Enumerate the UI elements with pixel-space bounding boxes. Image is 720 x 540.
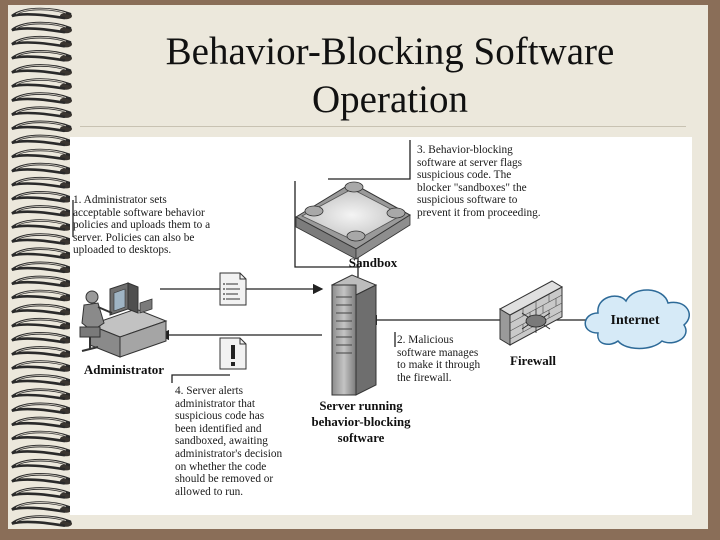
administrator-label: Administrator: [83, 362, 165, 377]
binding-ring-shine: [15, 149, 67, 156]
binding-ring-shine: [15, 93, 67, 99]
administrator-workstation-icon: [79, 282, 168, 358]
server-icon: [330, 274, 378, 396]
binding-ring-shine: [15, 516, 67, 522]
binding-ring: [11, 289, 72, 302]
binding-ring-shine: [15, 417, 67, 424]
internet-label: Internet: [610, 313, 660, 328]
binding-ring-shine: [15, 107, 67, 114]
binding-ring: [11, 106, 72, 118]
firewall-label: Firewall: [510, 353, 556, 368]
binding-ring-shine: [15, 234, 67, 240]
diagram-canvas: [72, 140, 690, 396]
binding-ring-shine: [15, 431, 67, 438]
binding-ring-shine: [15, 403, 67, 410]
binding-ring: [11, 374, 72, 386]
binding-ring-shine: [15, 36, 67, 43]
binding-ring-shine: [15, 22, 67, 29]
binding-ring-shine: [15, 346, 67, 353]
binding-ring: [11, 473, 72, 485]
title-divider: [80, 126, 686, 127]
binding-ring-shine: [15, 304, 67, 311]
policy-document-icon: [219, 272, 247, 306]
binding-ring-shine: [15, 445, 67, 452]
binding-ring: [11, 261, 72, 274]
binding-ring: [11, 134, 72, 147]
binding-ring: [11, 205, 72, 217]
binding-ring-shine: [15, 205, 67, 212]
binding-ring-shine: [15, 163, 67, 170]
binding-ring: [11, 35, 72, 48]
spiral-binding: [11, 7, 72, 527]
binding-ring-shine: [15, 502, 67, 508]
binding-ring: [11, 233, 72, 245]
sandbox-icon: [294, 181, 411, 260]
step-1-note: 1. Administrator sets acceptable softwar…: [73, 194, 211, 257]
binding-ring-shine: [15, 64, 67, 71]
binding-ring: [11, 332, 72, 344]
binding-ring-shine: [15, 191, 67, 198]
binding-ring-shine: [15, 50, 67, 57]
binding-ring-shine: [15, 79, 67, 85]
binding-ring: [11, 346, 72, 358]
binding-ring-shine: [15, 262, 67, 269]
binding-ring: [11, 148, 72, 161]
binding-ring-shine: [15, 135, 67, 142]
binding-ring: [11, 444, 72, 457]
slide-title: Behavior-Blocking Software Operation: [165, 30, 615, 121]
binding-ring-shine: [15, 318, 67, 325]
binding-ring-shine: [15, 220, 67, 226]
step-3-note: 3. Behavior-blocking software at server …: [417, 144, 541, 219]
binding-ring-shine: [15, 121, 67, 128]
binding-ring: [11, 416, 72, 429]
binding-ring-shine: [15, 290, 67, 297]
binding-ring-shine: [15, 487, 67, 494]
step-2-note: 2. Malicious software manages to make it…: [397, 334, 481, 384]
binding-ring: [11, 487, 72, 499]
binding-ring-shine: [15, 177, 67, 184]
binding-ring: [11, 64, 72, 76]
server-label: Server running behavior-blocking softwar…: [311, 399, 411, 445]
binding-ring-shine: [15, 248, 67, 255]
binding-ring: [11, 430, 72, 443]
binding-ring: [11, 162, 72, 175]
binding-ring-shine: [15, 473, 67, 480]
binding-ring: [11, 120, 72, 133]
binding-ring: [11, 303, 72, 316]
step-4-note: 4. Server alerts administrator that susp…: [175, 385, 283, 498]
binding-ring: [11, 21, 72, 34]
sandbox-label: Sandbox: [348, 255, 398, 270]
binding-ring: [11, 176, 72, 189]
virus-icon: [521, 309, 551, 333]
binding-ring: [11, 7, 72, 20]
binding-ring-shine: [15, 332, 67, 339]
binding-ring-shine: [15, 8, 67, 15]
binding-ring: [11, 219, 72, 231]
diagram-figure: 1. Administrator sets acceptable softwar…: [70, 137, 692, 515]
binding-ring: [11, 360, 72, 372]
binding-ring: [11, 501, 72, 513]
alert-document-icon: [219, 337, 247, 370]
internet-cloud-icon: [584, 289, 690, 350]
binding-ring: [11, 275, 72, 288]
binding-ring: [11, 50, 72, 62]
binding-ring-shine: [15, 276, 67, 283]
binding-ring: [11, 458, 72, 471]
binding-ring-shine: [15, 361, 67, 367]
binding-ring: [11, 317, 72, 330]
binding-ring: [11, 402, 72, 415]
binding-ring: [11, 191, 72, 203]
binding-ring-shine: [15, 375, 67, 381]
binding-ring: [11, 388, 72, 400]
binding-ring: [11, 515, 72, 527]
binding-ring-shine: [15, 459, 67, 466]
binding-ring: [11, 247, 72, 259]
binding-ring-shine: [15, 389, 67, 396]
binding-ring: [11, 78, 72, 90]
binding-ring: [11, 92, 72, 104]
